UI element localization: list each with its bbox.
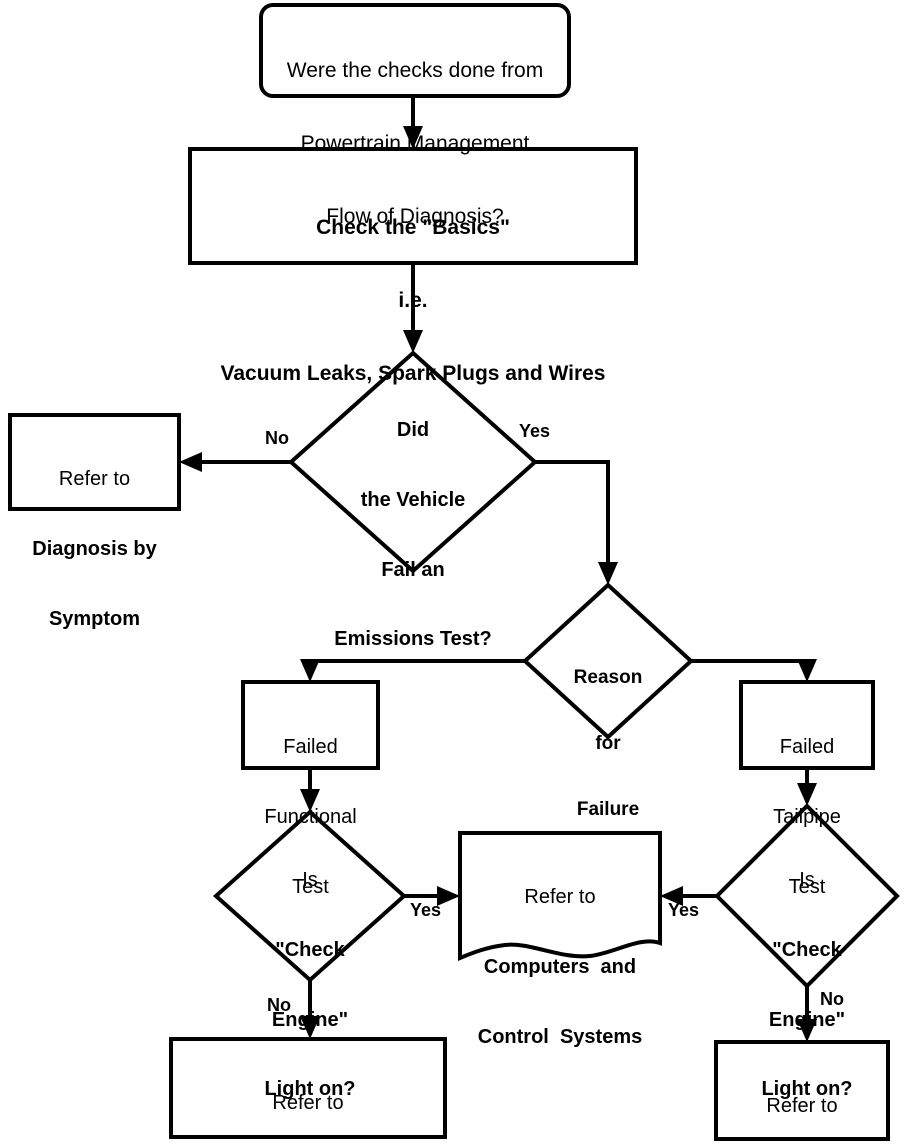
edge-cel-left-yes: [404, 886, 460, 906]
edge-label-cel-left-yes: Yes: [410, 900, 442, 920]
edge-tailpipe-to-cel: [797, 768, 817, 806]
node-refer-diagnosis-symptom-right-shape[interactable]: [714, 1040, 890, 1141]
edge-cel-right-yes: [660, 886, 717, 906]
edge-label-fail-no: No: [265, 428, 289, 448]
edge-reason-left: [300, 659, 525, 682]
edge-fail-no: [179, 452, 291, 472]
edge-basics-to-fail-check: [403, 263, 423, 353]
node-refer-computers-control-shape[interactable]: [458, 831, 662, 961]
edge-label-cel-right-yes: Yes: [668, 900, 700, 920]
node-check-engine-light-right-shape[interactable]: [714, 803, 900, 989]
edge-start-to-basics: [403, 96, 423, 149]
edge-reason-right: [691, 659, 817, 682]
node-failed-tailpipe-test-shape[interactable]: [739, 680, 875, 770]
node-check-basics-shape[interactable]: [188, 147, 638, 265]
node-reason-for-failure-shape[interactable]: [522, 582, 694, 740]
node-check-engine-light-left-shape[interactable]: [212, 809, 408, 983]
node-start-shape[interactable]: [259, 3, 571, 98]
node-did-vehicle-fail-shape[interactable]: [287, 350, 539, 574]
node-refer-diagnosis-symptom-left-shape[interactable]: [8, 413, 181, 511]
edge-cel-right-no: [797, 986, 817, 1042]
edge-label-cel-left-no: No: [267, 995, 291, 1015]
node-refer-component-subsystem-shape[interactable]: [169, 1037, 447, 1139]
edge-label-fail-yes: Yes: [519, 421, 551, 441]
edge-label-cel-right-no: No: [820, 989, 844, 1009]
node-failed-functional-test-shape[interactable]: [241, 680, 380, 770]
edge-fail-yes: [535, 460, 618, 585]
edge-functional-to-cel: [300, 768, 320, 812]
edge-cel-left-no: [300, 980, 320, 1039]
